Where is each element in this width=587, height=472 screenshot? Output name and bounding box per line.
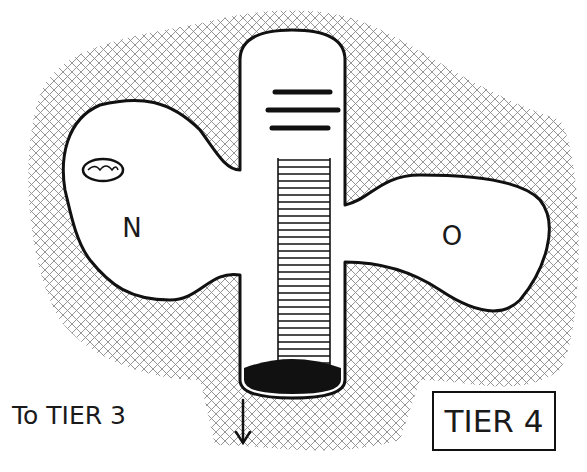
stair-tread xyxy=(278,313,330,315)
stair-tread xyxy=(278,215,330,217)
stair-tread xyxy=(278,194,330,196)
stair-tread xyxy=(278,299,330,301)
tier-box: TIER 4 xyxy=(432,391,556,451)
stair-tread xyxy=(278,320,330,322)
down-arrow xyxy=(236,400,250,443)
stair-tread xyxy=(278,229,330,231)
landing-bars xyxy=(268,92,338,128)
stair-tread xyxy=(278,159,330,161)
stair-tread xyxy=(278,341,330,343)
stair-rail xyxy=(329,158,331,368)
region-label: N xyxy=(122,214,141,243)
stair-tread xyxy=(278,271,330,273)
stair-tread xyxy=(278,187,330,189)
cave-chamber: O xyxy=(433,213,471,259)
stair-tread xyxy=(278,292,330,294)
stair-tread xyxy=(278,173,330,175)
cave-outline xyxy=(63,30,549,398)
stair-tread xyxy=(278,355,330,357)
stair-tread xyxy=(278,236,330,238)
rock-hatching xyxy=(28,10,578,450)
stair-tread xyxy=(278,285,330,287)
stair-tread xyxy=(278,222,330,224)
cave-chamber: N xyxy=(114,205,151,251)
staircase xyxy=(278,158,330,368)
region-label: O xyxy=(442,222,462,251)
rock-feature xyxy=(83,159,123,181)
stair-tread xyxy=(278,243,330,245)
stair-tread xyxy=(278,208,330,210)
stair-tread xyxy=(278,264,330,266)
stair-tread xyxy=(278,250,330,252)
exit-note: To TIER 3 xyxy=(12,402,126,430)
rock-feature-detail xyxy=(88,166,118,170)
stair-tread xyxy=(278,201,330,203)
stair-rail xyxy=(277,158,279,368)
stair-pit xyxy=(244,359,341,394)
stair-tread xyxy=(278,180,330,182)
region-label: TIER 4 xyxy=(445,404,544,438)
stair-tread xyxy=(278,327,330,329)
stair-tread xyxy=(278,306,330,308)
stair-tread xyxy=(278,334,330,336)
stair-tread xyxy=(278,348,330,350)
stair-tread xyxy=(278,257,330,259)
stair-tread xyxy=(278,278,330,280)
stair-tread xyxy=(278,166,330,168)
